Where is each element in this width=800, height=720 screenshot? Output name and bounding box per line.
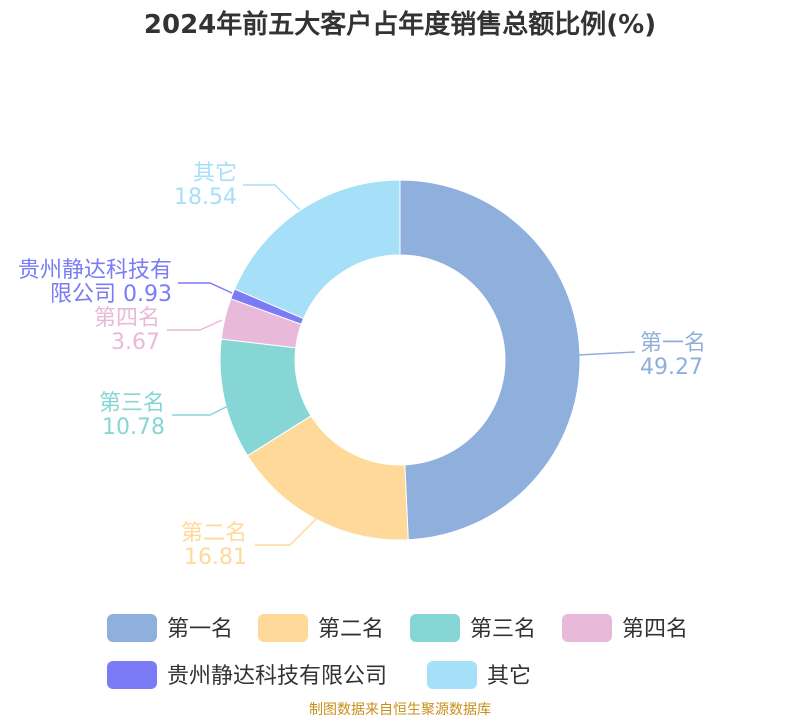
data-label-0: 第一名: [640, 331, 706, 356]
data-label-2: 10.78: [102, 415, 165, 440]
leader-line-5: [243, 184, 301, 211]
data-label-3: 3.67: [111, 330, 160, 355]
slice-5[interactable]: [233, 179, 401, 320]
legend-label-4[interactable]: 贵州静达科技有限公司: [167, 664, 387, 689]
leader-line-4: [178, 282, 233, 294]
legend-swatch-0[interactable]: [107, 614, 157, 642]
data-label-1: 第二名: [181, 521, 247, 546]
slice-0[interactable]: [399, 179, 581, 541]
leader-line-2: [172, 399, 241, 416]
data-label-2: 第三名: [99, 391, 165, 416]
source-footer: 制图数据来自恒生聚源数据库: [309, 702, 491, 718]
legend-swatch-2[interactable]: [410, 614, 460, 642]
data-label-5: 18.54: [174, 185, 237, 210]
data-label-4: 贵州静达科技有: [18, 258, 172, 283]
legend-label-1[interactable]: 第二名: [318, 617, 384, 642]
chart-title: 2024年前五大客户占年度销售总额比例(%): [143, 10, 657, 40]
data-label-3: 第四名: [94, 306, 160, 331]
legend-label-0[interactable]: 第一名: [167, 617, 233, 642]
legend-label-5[interactable]: 其它: [487, 664, 531, 689]
leader-line-1: [255, 514, 321, 546]
legend-swatch-5[interactable]: [427, 661, 477, 689]
leader-line-0: [577, 351, 636, 356]
leader-line-3: [167, 319, 223, 331]
data-label-5: 其它: [193, 161, 237, 186]
data-label-0: 49.27: [640, 355, 703, 380]
legend-label-3[interactable]: 第四名: [622, 617, 688, 642]
data-label-4: 限公司 0.93: [50, 282, 172, 307]
legend-swatch-1[interactable]: [258, 614, 308, 642]
legend-label-2[interactable]: 第三名: [470, 617, 536, 642]
slice-1[interactable]: [246, 415, 409, 541]
legend-swatch-4[interactable]: [107, 661, 157, 689]
legend-swatch-3[interactable]: [562, 614, 612, 642]
data-label-1: 16.81: [184, 545, 247, 570]
